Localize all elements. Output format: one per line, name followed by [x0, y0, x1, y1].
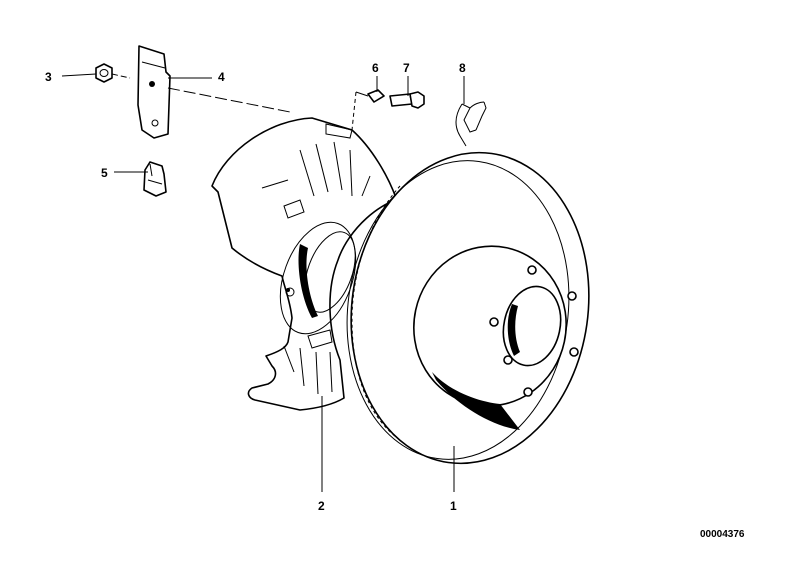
- callout-8: 8: [459, 61, 466, 75]
- small-screw: [351, 89, 385, 131]
- clip-part: [143, 161, 167, 197]
- spring-clip: [455, 101, 487, 147]
- bracket-plate: [137, 45, 291, 139]
- brake-disc: [346, 151, 590, 465]
- bolt-part: [389, 91, 425, 109]
- document-number: 00004376: [700, 529, 745, 540]
- leader-lines: [61, 73, 465, 492]
- callout-6: 6: [372, 61, 379, 75]
- callout-4: 4: [218, 70, 225, 84]
- callout-1: 1: [450, 499, 457, 513]
- callout-5: 5: [101, 166, 108, 180]
- callout-7: 7: [403, 61, 410, 75]
- hex-nut: [95, 63, 131, 83]
- callout-2: 2: [318, 499, 325, 513]
- callout-3: 3: [45, 70, 52, 84]
